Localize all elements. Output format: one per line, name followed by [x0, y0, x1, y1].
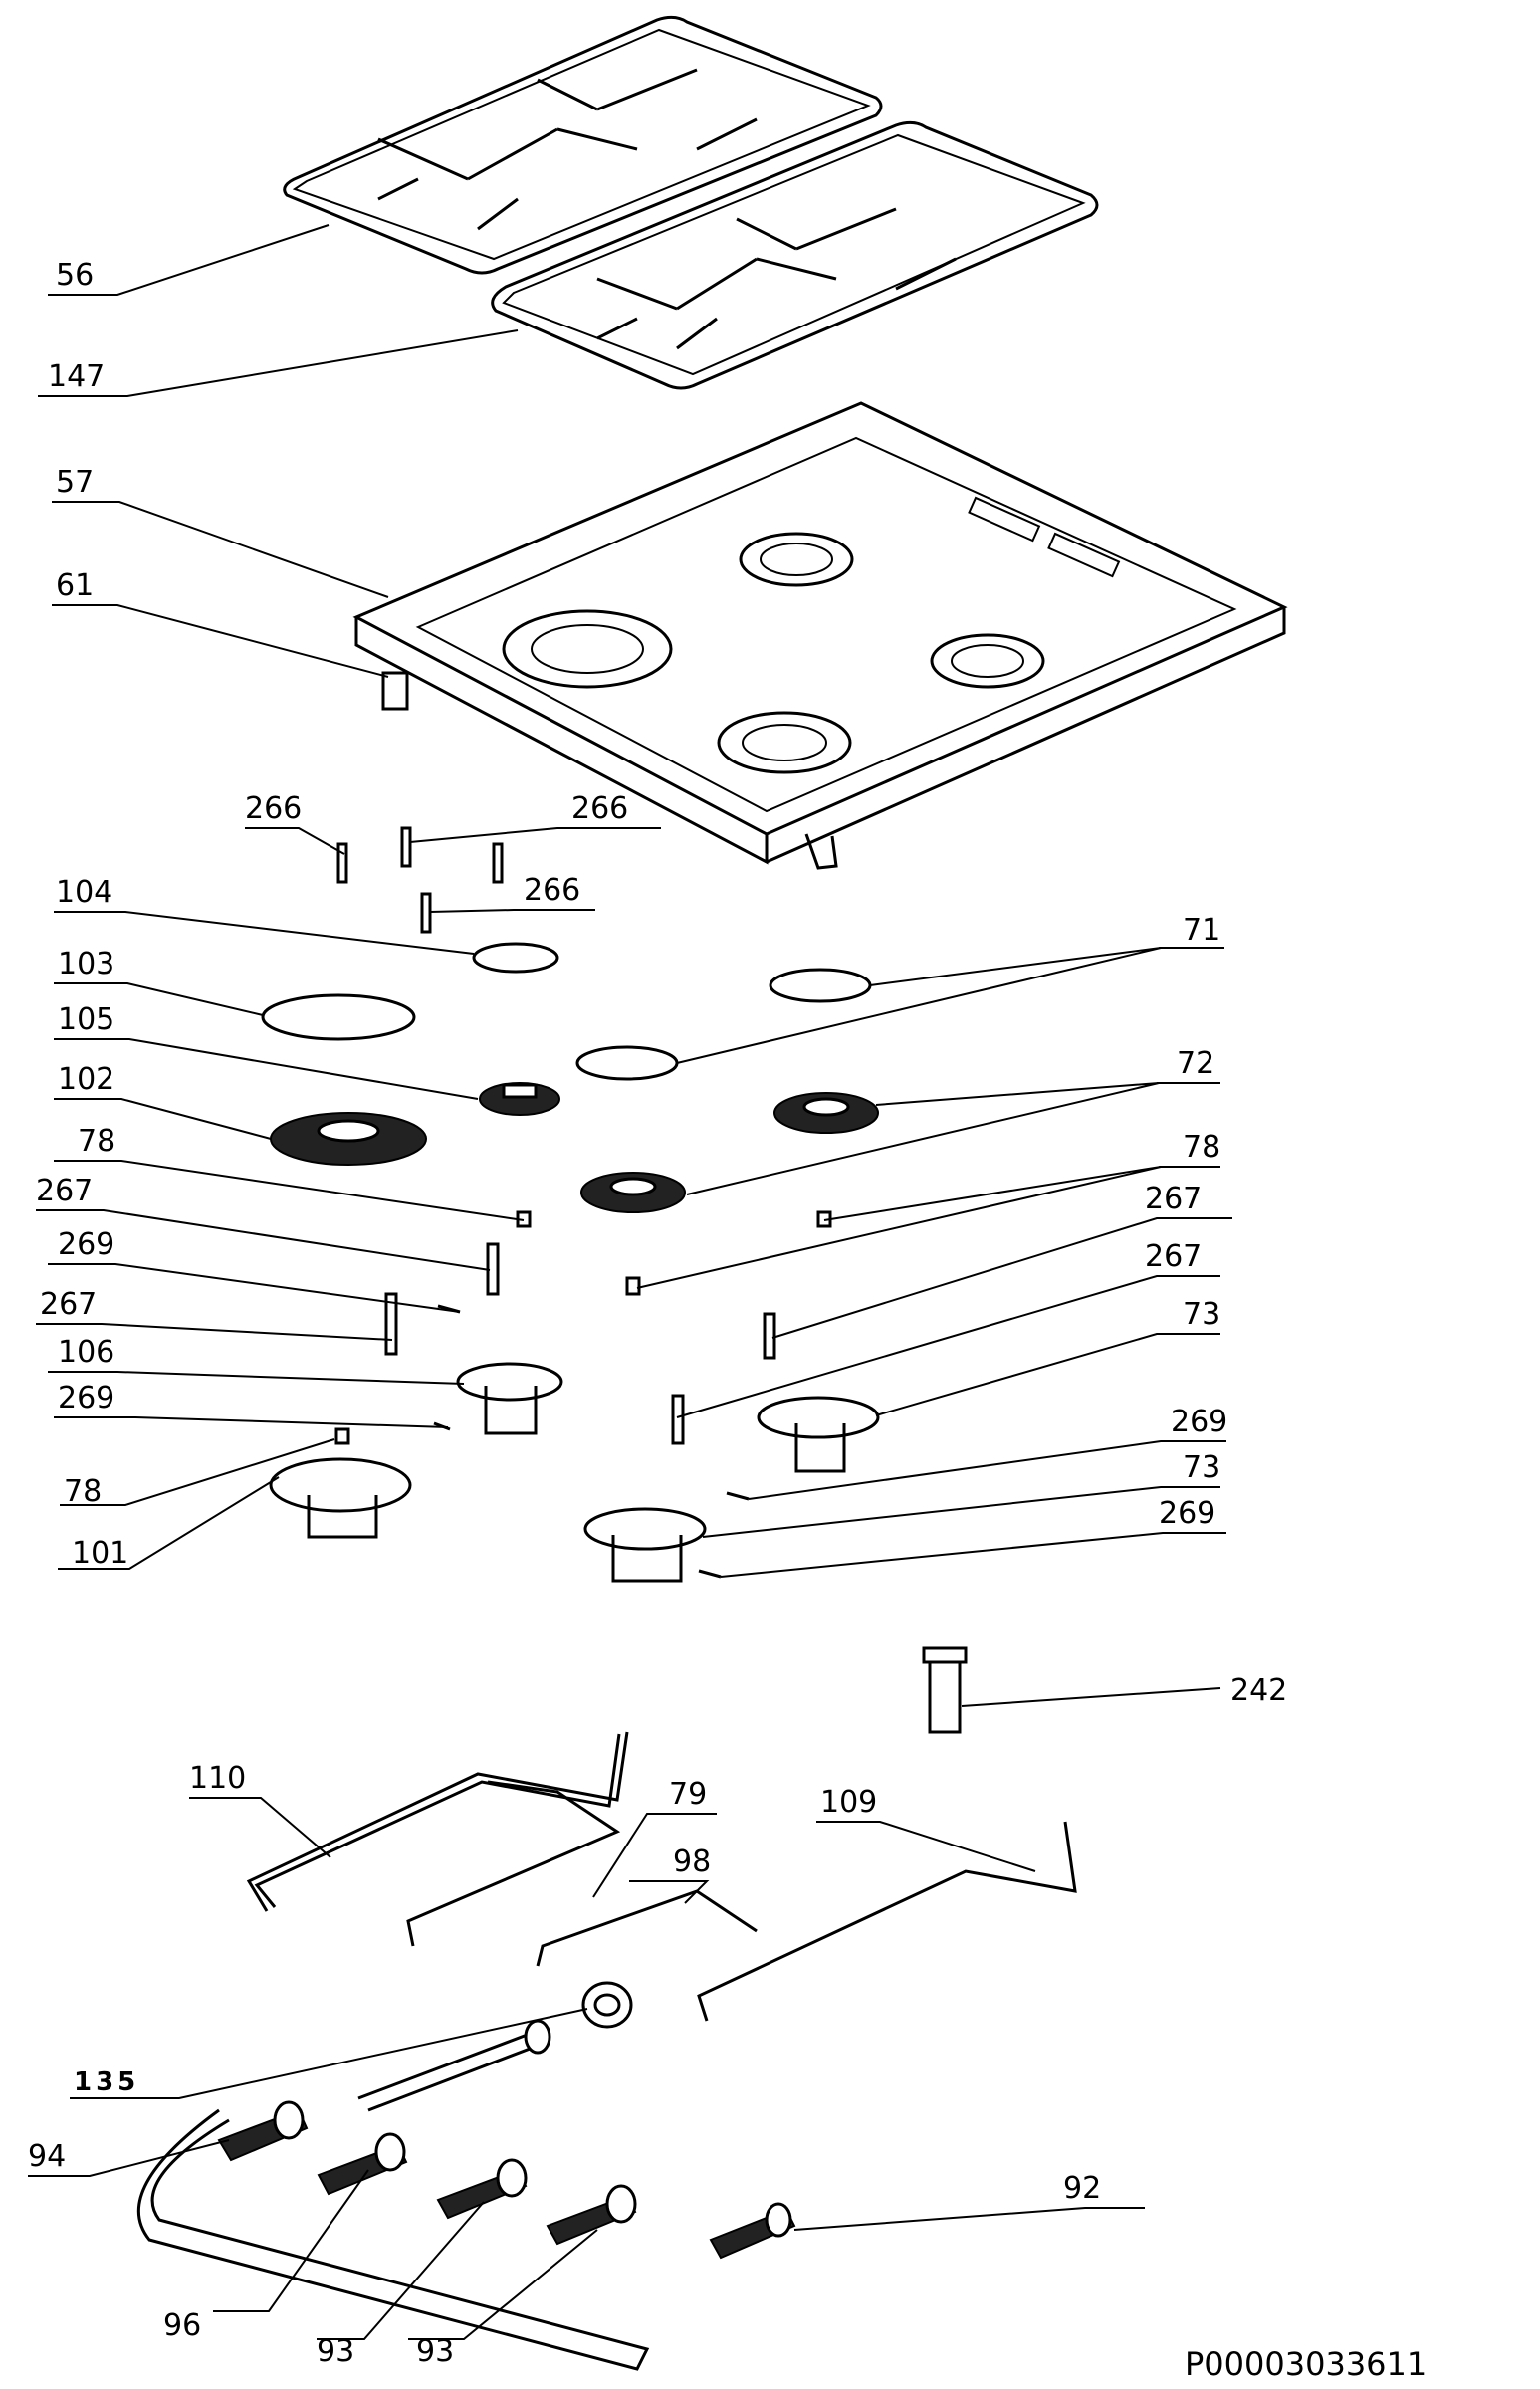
label-135: 135	[74, 2067, 139, 2097]
label-71: 71	[1183, 913, 1220, 948]
burner-body-73b[interactable]	[583, 1507, 707, 1583]
burner-body-73a[interactable]	[757, 1396, 880, 1473]
connector-242[interactable]	[922, 1646, 968, 1734]
hob-top-57[interactable]	[352, 401, 1288, 870]
label-73a: 73	[1183, 1297, 1220, 1332]
leader-lines	[28, 224, 1232, 2340]
label-72: 72	[1177, 1046, 1214, 1081]
label-98: 98	[673, 1845, 711, 1879]
pan-support-56[interactable]	[283, 15, 883, 275]
label-102: 102	[58, 1062, 114, 1097]
label-269c: 269	[1171, 1405, 1227, 1439]
valve-93b[interactable]	[546, 2184, 637, 2246]
burner-cap-104[interactable]	[472, 942, 559, 974]
flame-spreader-102[interactable]	[270, 1112, 427, 1166]
manifold-rail[interactable]	[136, 2108, 650, 2371]
valve-94[interactable]	[217, 2100, 309, 2162]
label-93b: 93	[416, 2334, 454, 2369]
label-78a: 78	[78, 1124, 115, 1159]
label-269a: 269	[58, 1227, 114, 1262]
label-109: 109	[820, 1785, 877, 1820]
burner-cap-71b[interactable]	[575, 1045, 679, 1081]
label-103: 103	[58, 947, 114, 981]
flame-spreader-72a[interactable]	[773, 1092, 879, 1134]
valve-92[interactable]	[709, 2202, 796, 2260]
label-94: 94	[28, 2139, 66, 2174]
valve-96[interactable]	[317, 2132, 408, 2196]
label-110: 110	[189, 1761, 246, 1796]
foot-61[interactable]	[381, 671, 409, 711]
label-106: 106	[58, 1335, 114, 1370]
document-code: P00003033611	[1185, 2345, 1427, 2383]
label-61: 61	[56, 568, 94, 603]
gas-pipe-98[interactable]	[536, 1889, 758, 1967]
burner-body-106[interactable]	[456, 1362, 563, 1435]
label-242: 242	[1230, 1673, 1287, 1708]
gas-pipe-79[interactable]	[406, 1780, 621, 1947]
label-105: 105	[58, 1002, 114, 1037]
label-93a: 93	[317, 2334, 354, 2369]
label-57: 57	[56, 465, 94, 500]
thermocouple-parts[interactable]	[334, 1210, 832, 1579]
label-79: 79	[669, 1777, 707, 1812]
valve-93a[interactable]	[436, 2158, 528, 2220]
label-147: 147	[48, 359, 105, 394]
label-78c: 78	[64, 1474, 102, 1509]
label-269b: 269	[58, 1381, 114, 1415]
electrode-266[interactable]	[336, 826, 504, 934]
label-92: 92	[1063, 2171, 1101, 2206]
label-266c: 266	[524, 873, 580, 908]
label-96: 96	[163, 2308, 201, 2343]
label-266b: 266	[571, 791, 628, 826]
flame-spreader-105[interactable]	[479, 1082, 560, 1116]
label-267b: 267	[1145, 1182, 1202, 1216]
label-267a: 267	[36, 1174, 93, 1208]
flame-spreader-72b[interactable]	[580, 1172, 686, 1213]
label-267d: 267	[40, 1287, 97, 1322]
label-267c: 267	[1145, 1239, 1202, 1274]
gas-pipe-109[interactable]	[697, 1821, 1077, 2022]
burner-body-101[interactable]	[269, 1457, 412, 1539]
label-104: 104	[56, 875, 112, 910]
gas-rail-tube[interactable]	[357, 2019, 551, 2112]
callout-labels: 56 147 57 61 266 266 266 104 71 103 105 …	[28, 258, 1287, 2369]
label-73b: 73	[1183, 1450, 1220, 1485]
label-269d: 269	[1159, 1496, 1215, 1531]
burner-cap-71a[interactable]	[769, 968, 872, 1003]
label-266a: 266	[245, 791, 302, 826]
label-56: 56	[56, 258, 94, 293]
gas-pipe-110[interactable]	[246, 1731, 629, 1912]
burner-cap-103[interactable]	[261, 993, 416, 1041]
pan-support-147[interactable]	[491, 120, 1099, 390]
label-101: 101	[72, 1536, 128, 1571]
elbow-fitting-135[interactable]	[581, 1981, 633, 2029]
label-78b: 78	[1183, 1130, 1220, 1165]
